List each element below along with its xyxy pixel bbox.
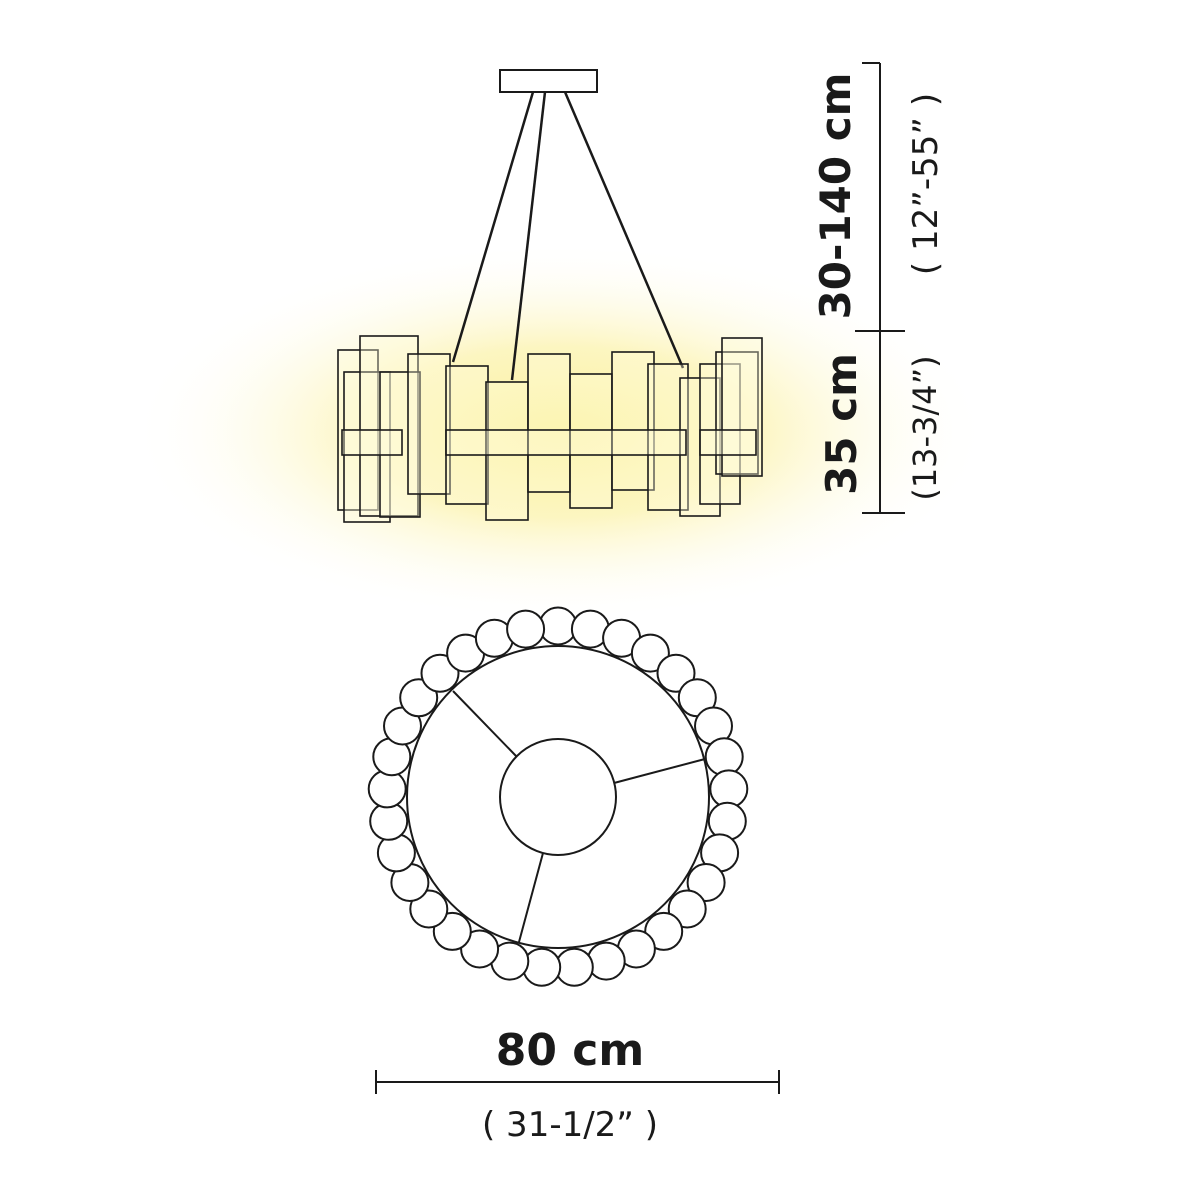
bead — [369, 801, 409, 841]
body-height-in-label: (13-3/4”) — [906, 355, 944, 500]
bead — [522, 947, 562, 987]
lamp-panel — [715, 351, 759, 475]
suspension-cable — [451, 91, 535, 363]
side-view — [337, 69, 763, 523]
bead — [586, 941, 626, 981]
center-hub — [499, 738, 617, 856]
bead — [538, 606, 578, 646]
lamp-panel — [647, 363, 689, 511]
bead — [399, 678, 439, 718]
spoke — [452, 690, 518, 758]
spoke — [518, 852, 544, 943]
bead — [656, 653, 696, 693]
light-glow — [130, 242, 990, 622]
bead-ring — [367, 606, 749, 987]
bead — [420, 653, 460, 693]
lamp-panel — [407, 353, 451, 495]
diameter-cm-label: 80 cm — [496, 1025, 644, 1076]
lamp-panel — [699, 429, 757, 456]
bead — [686, 863, 726, 902]
lamp-panel — [343, 371, 391, 523]
lamp-panel — [611, 351, 655, 491]
bead — [554, 947, 594, 987]
body-height-cm-label: 35 cm — [817, 353, 866, 495]
bead — [709, 769, 749, 809]
suspension-height-cm-label: 30-140 cm — [811, 73, 860, 320]
bead — [704, 737, 744, 777]
bead — [367, 769, 407, 809]
bead — [644, 911, 684, 951]
ceiling-canopy — [499, 69, 598, 93]
suspension-cable — [563, 91, 685, 369]
lamp-body-panels — [337, 335, 763, 523]
lamp-panel — [445, 365, 489, 505]
diameter-in-label: ( 31-1/2” ) — [482, 1105, 658, 1145]
bead — [409, 889, 449, 929]
lamp-panel — [699, 363, 741, 505]
lamp-panel — [379, 371, 421, 518]
lamp-panel — [485, 381, 529, 521]
vertical-dimension — [855, 62, 905, 514]
bead — [506, 609, 546, 649]
top-view — [367, 606, 749, 987]
suspension-height-in-label: ( 12”-55” ) — [906, 93, 946, 275]
bead — [460, 929, 500, 969]
spoke — [613, 758, 706, 784]
lamp-panel — [445, 429, 687, 456]
lamp-panel — [527, 353, 571, 493]
lamp-panel — [341, 429, 403, 456]
suspension-cable — [510, 91, 547, 381]
bead — [630, 633, 670, 673]
horizontal-dimension — [375, 1070, 780, 1094]
